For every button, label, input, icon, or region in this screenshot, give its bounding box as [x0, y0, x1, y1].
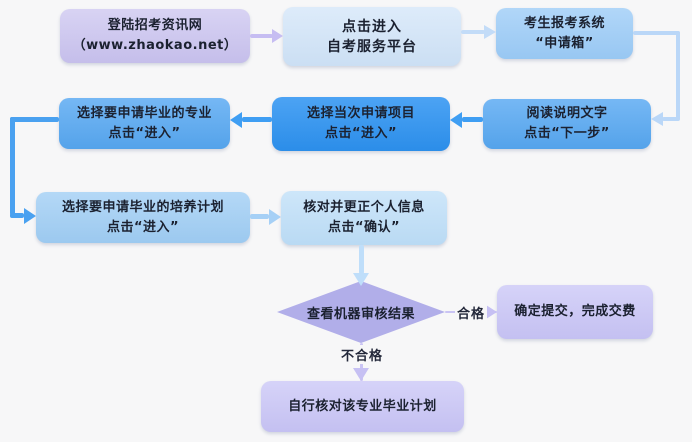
arrow-login-to-platform-head [272, 29, 283, 43]
node-text: 登陆招考资讯网 [107, 18, 203, 33]
connector-major-to-plan-h1 [10, 117, 59, 122]
branch-label-fail: 不合格 [339, 345, 386, 364]
node-text: 选择要申请毕业的专业 [76, 105, 212, 121]
node-text: 自行核对该专业毕业计划 [288, 398, 437, 414]
branch-fail-head [353, 368, 369, 381]
connector-major-to-plan-head [24, 208, 36, 224]
connector-major-to-plan-v [10, 117, 15, 215]
node-text: 点击“进入” [108, 125, 181, 141]
connector-major-to-plan-h2 [10, 213, 24, 218]
arrow-read-to-project-head [450, 112, 462, 128]
flow-node-login-site: 登陆招考资讯网 （www.zhaokao.net） [60, 9, 250, 63]
flow-decision-review-result: 查看机器审核结果 [277, 281, 445, 343]
arrow-project-to-major-head [230, 112, 242, 128]
node-text: 点击“进入” [324, 126, 398, 141]
flow-node-select-major: 选择要申请毕业的专业 点击“进入” [59, 98, 230, 149]
node-text: （www.zhaokao.net） [72, 38, 238, 53]
flow-node-select-plan: 选择要申请毕业的培养计划 点击“进入” [36, 192, 250, 243]
flow-node-verify-info: 核对并更正个人信息 点击“确认” [281, 191, 447, 245]
connector-box-to-read-h1 [633, 31, 680, 35]
arrow-platform-to-box-line [461, 30, 485, 34]
branch-label-pass: 合格 [455, 303, 488, 322]
node-text: 选择当次申请项目 [306, 106, 415, 121]
node-text: 选择要申请毕业的培养计划 [61, 199, 224, 215]
flow-node-submit-pay: 确定提交，完成交费 [497, 285, 653, 339]
flow-node-application-box: 考生报考系统 “申请箱” [496, 8, 633, 59]
node-text: 阅读说明文字 [526, 106, 608, 121]
branch-pass-head [486, 305, 497, 319]
arrow-read-to-project-line [462, 117, 483, 122]
node-text: 点击“下一步” [524, 126, 610, 141]
arrow-plan-to-verify-line [250, 214, 269, 219]
node-text: 点击“确认” [327, 220, 401, 235]
connector-box-to-read-h2 [662, 117, 680, 121]
flow-node-enter-platform: 点击进入 自考服务平台 [283, 7, 461, 66]
arrow-login-to-platform-line [250, 34, 273, 38]
arrow-verify-to-decision-line [359, 245, 364, 274]
node-text: 查看机器审核结果 [306, 306, 415, 322]
arrow-verify-to-decision-head [353, 273, 369, 286]
node-text: 点击进入 [342, 18, 402, 35]
node-text: 考生报考系统 [523, 15, 605, 31]
node-text: “申请箱” [535, 35, 594, 51]
node-text: 确定提交，完成交费 [514, 304, 636, 319]
arrow-plan-to-verify-head [269, 209, 281, 225]
arrow-project-to-major-line [242, 117, 272, 122]
flow-node-read-instructions: 阅读说明文字 点击“下一步” [483, 99, 651, 149]
node-text: 自考服务平台 [327, 38, 417, 55]
node-text: 核对并更正个人信息 [303, 200, 425, 215]
arrow-platform-to-box-head [484, 25, 496, 39]
connector-box-to-read-head [651, 112, 663, 126]
flow-node-self-check-plan: 自行核对该专业毕业计划 [261, 381, 464, 432]
connector-box-to-read-v [676, 31, 680, 120]
node-text: 点击“进入” [106, 219, 180, 235]
flow-node-select-project: 选择当次申请项目 点击“进入” [272, 97, 450, 151]
